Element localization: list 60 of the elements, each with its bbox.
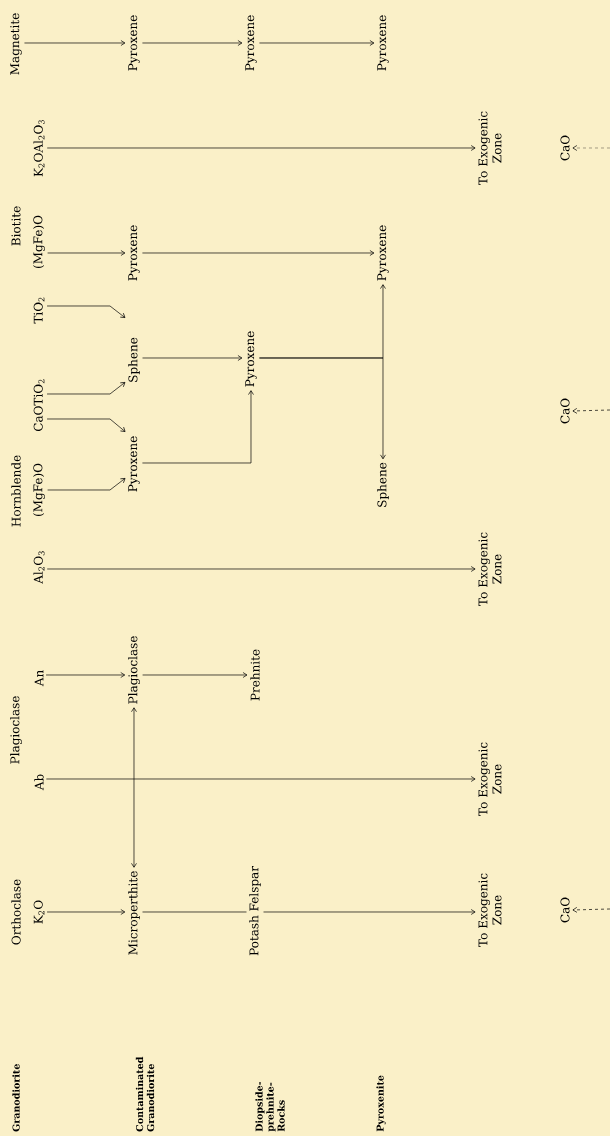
mineral-label: Sphene — [377, 462, 389, 507]
arrow — [131, 707, 137, 868]
mineral-label: Ab — [34, 774, 44, 791]
arrow — [142, 390, 254, 464]
arrow — [259, 284, 386, 359]
row-label: Granodiorite — [12, 1064, 20, 1132]
mineral-label: Pyroxene — [377, 225, 389, 281]
arrow — [24, 40, 126, 46]
mineral-label: Plagioclase — [128, 636, 140, 704]
arrow — [46, 776, 476, 782]
row-label: Diopside-prehnite-Rocks — [255, 1081, 285, 1132]
mineral-label: To Exogenic Zone — [478, 873, 502, 947]
mineral-label: Magnetite — [10, 13, 22, 75]
mineral-label: Microperthite — [128, 871, 140, 955]
arrow — [45, 672, 126, 678]
mineral-label: Sphene — [128, 337, 140, 382]
mineral-label: Pyroxene — [377, 15, 389, 71]
arrow — [142, 250, 375, 256]
mineral-label: To Exogenic Zone — [478, 532, 502, 606]
mineral-label: TiO$_{2}$ — [33, 297, 45, 324]
mineral-label: (MgFe)O — [33, 463, 45, 516]
arrow — [46, 909, 126, 915]
mineral-label: CaO — [560, 398, 570, 424]
arrow — [259, 40, 375, 46]
arrow — [142, 672, 248, 678]
mineral-label: Pyroxene — [245, 15, 257, 71]
arrow — [46, 418, 126, 432]
column-heading: Hornblende — [11, 455, 21, 527]
arrow — [46, 305, 126, 318]
mineral-label: An — [34, 670, 44, 687]
arrow — [142, 40, 243, 46]
mineral-label: K$_{2}$OAl$_{2}$O$_{3}$ — [33, 120, 45, 177]
column-heading: Plagioclase — [10, 696, 22, 764]
arrow — [142, 355, 243, 361]
mineral-label: Al$_{2}$O$_{3}$ — [33, 551, 45, 584]
mineral-label: Pyroxene — [128, 15, 140, 71]
mineral-label: CaOTiO$_{2}$ — [33, 379, 45, 432]
row-label: Contaminated Granodiorite — [135, 1056, 155, 1132]
mineral-label: Pyroxene — [128, 436, 140, 492]
mineral-label: To Exogenic Zone — [478, 111, 502, 185]
mineral-label: To Exogenic Zone — [478, 742, 502, 816]
mineral-label: CaO — [560, 897, 570, 923]
mineral-label: Pyroxene — [245, 331, 257, 387]
arrow — [46, 145, 476, 151]
arrow — [47, 250, 126, 256]
arrow — [572, 408, 610, 414]
mineral-label: Prehnite — [250, 649, 260, 701]
arrow — [46, 566, 476, 572]
column-heading: Orthoclase — [11, 879, 21, 945]
row-label: Pyroxenite — [376, 1075, 386, 1132]
arrow — [47, 478, 126, 491]
mineral-label: CaO — [560, 135, 570, 161]
arrow — [572, 907, 610, 913]
arrow — [46, 382, 126, 395]
mineral-label: (MgFe)O — [33, 215, 45, 268]
mineral-label: Potash Felspar — [249, 866, 261, 956]
mineral-label: Pyroxene — [128, 225, 140, 281]
mineral-label: K$_{2}$O — [33, 900, 45, 924]
column-heading: Biotite — [11, 206, 21, 246]
arrow — [263, 909, 476, 915]
